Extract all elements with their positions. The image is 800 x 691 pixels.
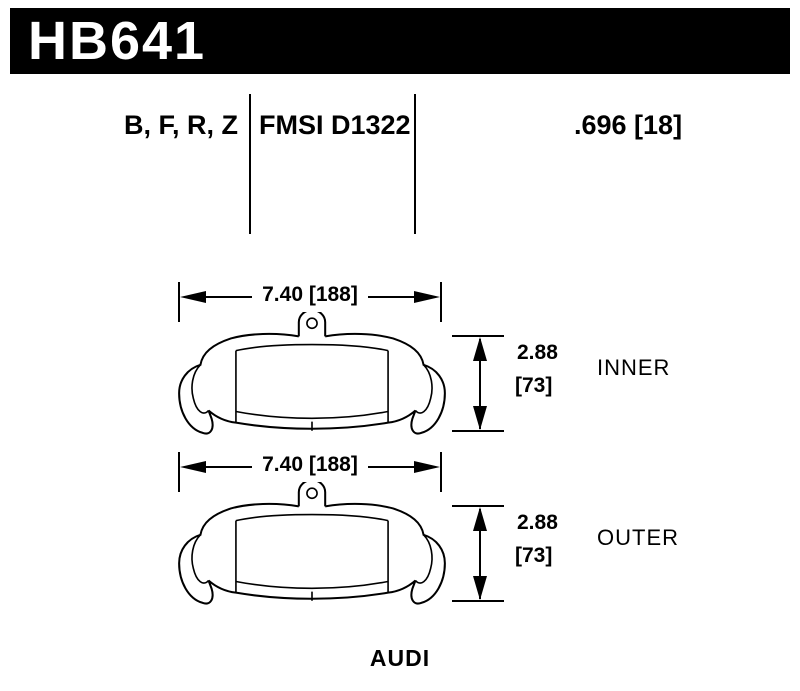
left-ear-contour: [191, 364, 210, 414]
outer-pad-figure: 7.40 [188] 2.88 [73] OUTER: [0, 448, 800, 618]
part-number: HB641: [28, 11, 207, 71]
fmsi-number: FMSI D1322: [259, 110, 411, 140]
inner-pad-figure: 7.40 [188] 2.88 [73] INNER: [0, 278, 800, 448]
left-ear-contour: [191, 534, 210, 584]
sensor-tab: [297, 312, 327, 337]
width-dimension-label-wrap: 7.40 [188]: [178, 453, 442, 477]
spec-divider-2: [414, 94, 416, 234]
width-dimension-label: 7.40 [188]: [252, 283, 368, 306]
right-ear-contour: [414, 534, 433, 584]
arrowhead-down-icon: [473, 406, 487, 430]
arrowhead-up-icon: [473, 507, 487, 531]
height-dimension-mm: [73]: [515, 374, 553, 397]
width-dimension-label-wrap: 7.40 [188]: [178, 283, 442, 307]
sensor-tab: [297, 482, 327, 507]
width-extension-line-left: [178, 452, 180, 492]
height-extension-line-top: [452, 335, 504, 337]
vehicle-name: AUDI: [369, 645, 431, 671]
arrowhead-right-icon: [414, 291, 440, 303]
height-dimension-inches: 2.88: [517, 341, 558, 364]
height-dimension-line: [479, 339, 481, 429]
height-extension-line-bottom: [452, 600, 504, 602]
brake-pad-drawing: [178, 312, 446, 435]
height-extension-line-top: [452, 505, 504, 507]
height-extension-line-bottom: [452, 430, 504, 432]
pad-position-label: INNER: [597, 355, 671, 380]
chamfer-line: [235, 580, 389, 590]
compound-codes: B, F, R, Z: [124, 110, 238, 140]
height-dimension-line: [479, 509, 481, 599]
width-extension-line-right: [440, 282, 442, 322]
arrowhead-down-icon: [473, 576, 487, 600]
height-dimension-mm: [73]: [515, 544, 553, 567]
sensor-hole-icon: [306, 487, 318, 500]
chamfer-line: [235, 410, 389, 420]
arrowhead-left-icon: [180, 461, 206, 473]
pad-thickness: .696 [18]: [574, 110, 683, 140]
friction-top-line: [235, 343, 389, 352]
width-extension-line-right: [440, 452, 442, 492]
arrowhead-up-icon: [473, 337, 487, 361]
part-number-header: HB641: [10, 8, 790, 74]
width-extension-line-left: [178, 282, 180, 322]
brake-pad-drawing: [178, 482, 446, 605]
sensor-hole-icon: [306, 317, 318, 330]
pad-position-label: OUTER: [597, 525, 679, 550]
spec-divider-1: [249, 94, 251, 234]
right-ear-contour: [414, 364, 433, 414]
arrowhead-right-icon: [414, 461, 440, 473]
friction-top-line: [235, 513, 389, 522]
arrowhead-left-icon: [180, 291, 206, 303]
height-dimension-inches: 2.88: [517, 511, 558, 534]
width-dimension-label: 7.40 [188]: [252, 453, 368, 476]
